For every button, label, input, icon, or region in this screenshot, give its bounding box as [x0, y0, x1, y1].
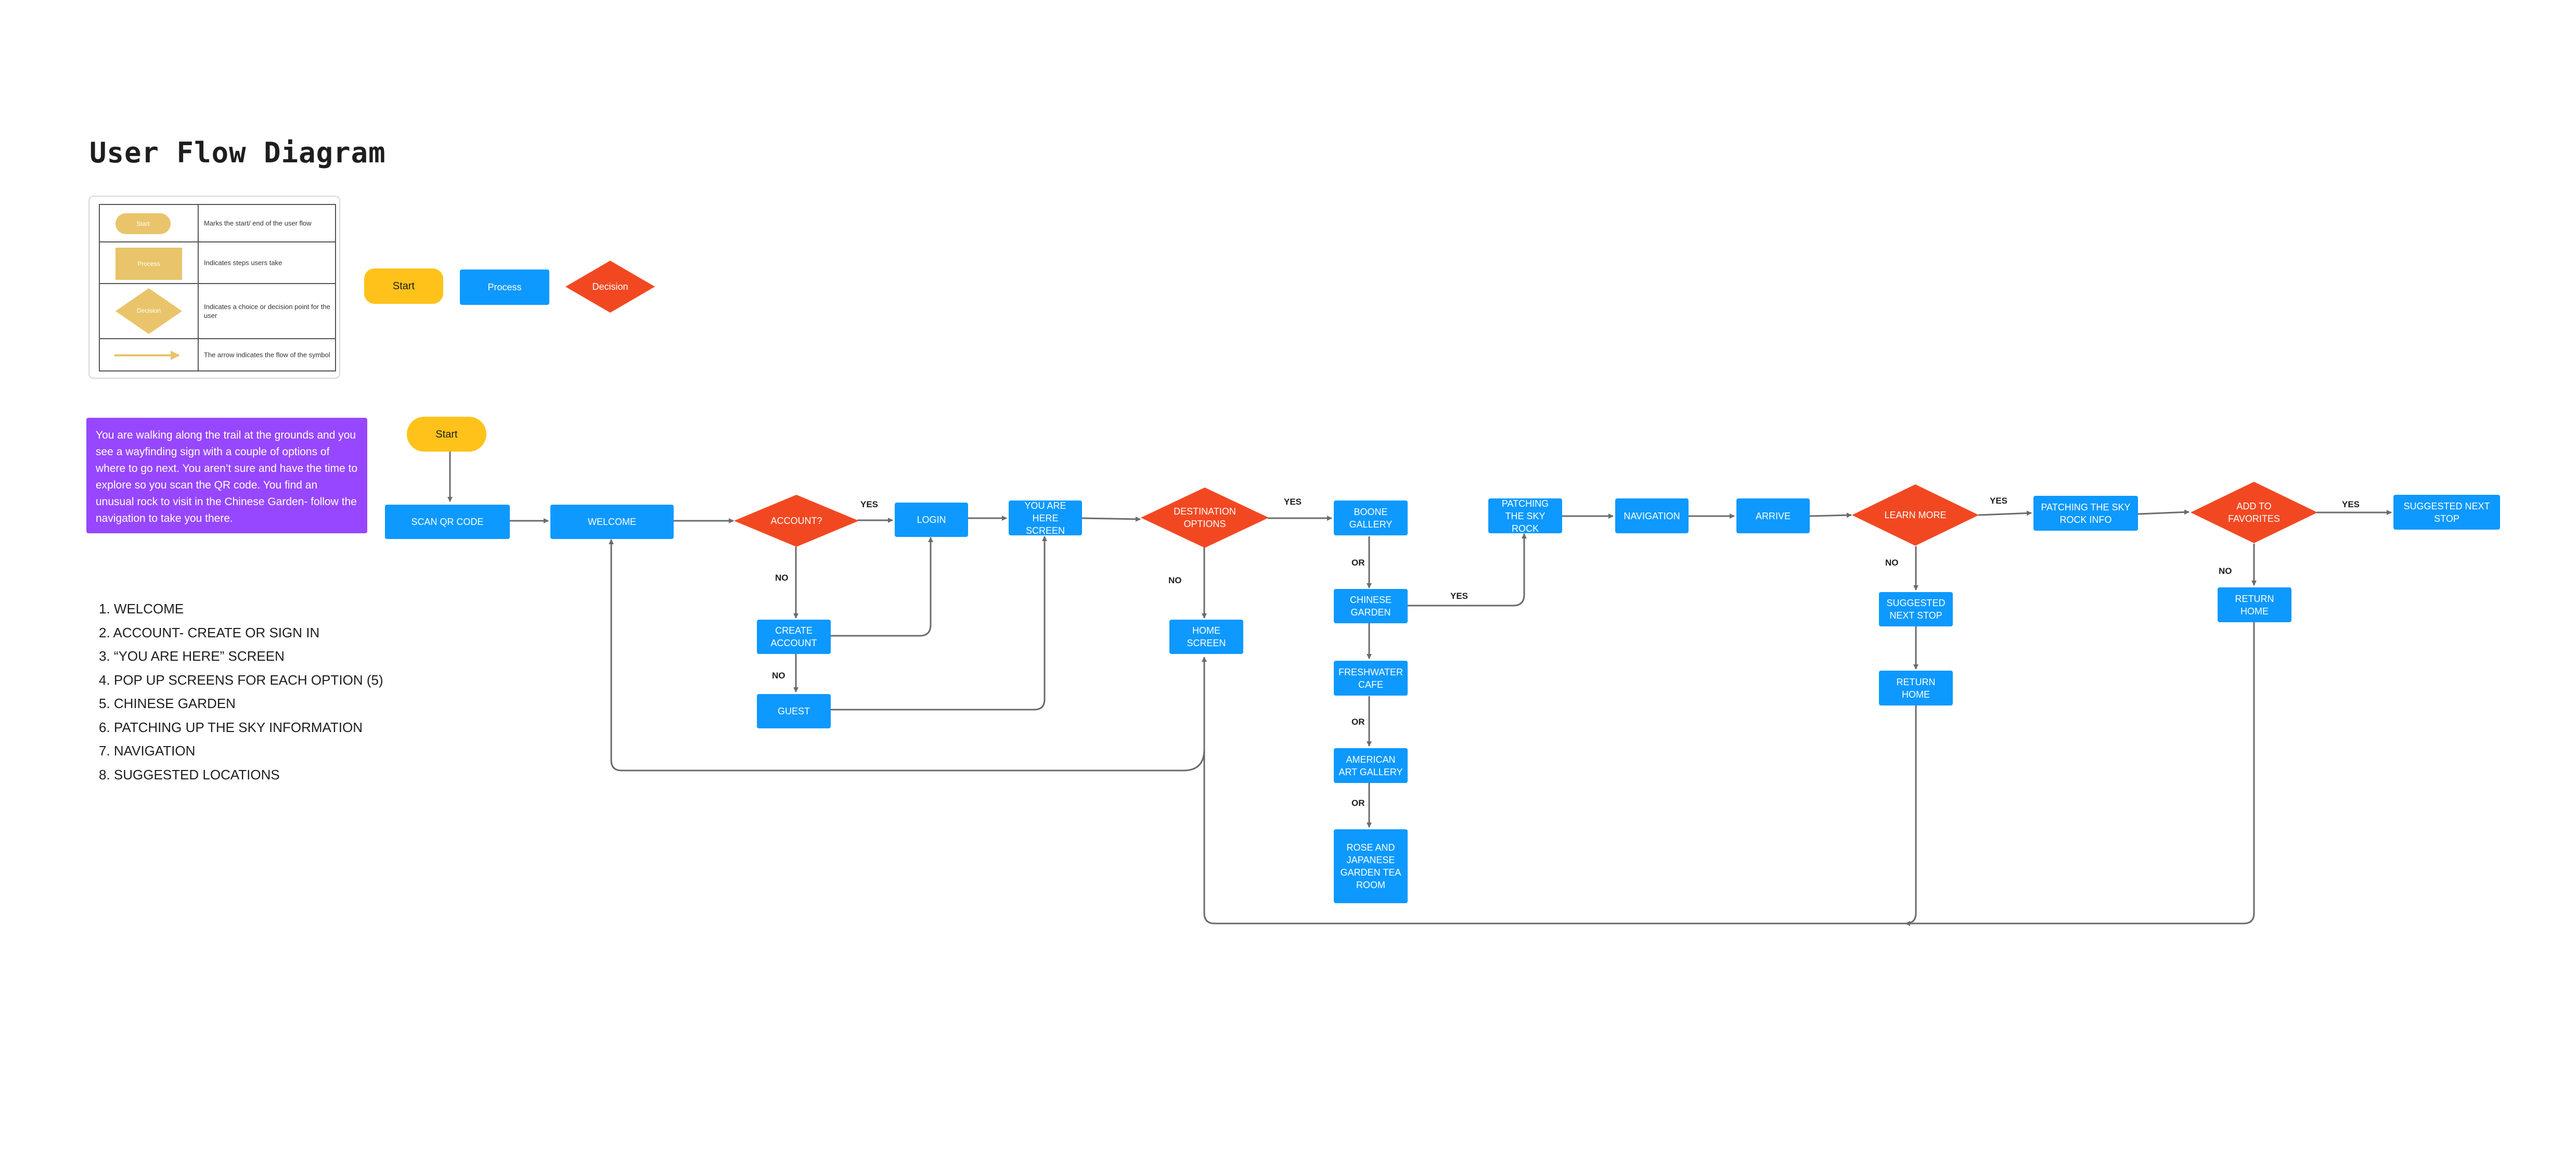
edge-label-yes: YES	[2342, 499, 2360, 509]
decision-learn-more: LEARN MORE	[1884, 510, 1947, 520]
edge-label-yes: YES	[1990, 496, 2008, 506]
node-suggested-next-stop: SUGGESTED NEXT STOP	[1879, 592, 1953, 626]
legend-row-arrow: The arrow indicates the flow of the symb…	[100, 339, 335, 370]
edge-home-welcome	[609, 539, 1205, 772]
edge-return1-bottom	[1905, 705, 1917, 926]
edge-label-no: NO	[1168, 575, 1182, 585]
node-freshwater-cafe: FRESHWATER CAFE	[1334, 661, 1408, 696]
decision-add-to-favorites: ADD TO FAVORITES	[2228, 501, 2280, 524]
decision-destination-options: DESTINATION OPTIONS	[1174, 506, 1236, 529]
node-welcome: WELCOME	[550, 505, 674, 539]
edge-label-no: NO	[775, 573, 789, 583]
edge-returns-home	[1202, 622, 2255, 925]
edge-label-no: NO	[772, 671, 785, 681]
legend-start-shape: Start	[115, 213, 171, 234]
legend-process-shape: Process	[115, 248, 182, 280]
node-chinese-garden: CHINESE GARDEN	[1334, 589, 1408, 623]
key-decision: Decision	[592, 281, 628, 292]
decision-add-favorites-shape	[2191, 482, 2317, 543]
key-start: Start	[364, 268, 443, 304]
list-item: 2. ACCOUNT- CREATE OR SIGN IN	[99, 624, 320, 640]
list-item: 1. WELCOME	[99, 601, 184, 617]
list-item: 5. CHINESE GARDEN	[99, 696, 236, 711]
node-boone-gallery: BOONE GALLERY	[1334, 500, 1408, 535]
edge-arrive-learn	[1809, 512, 1852, 518]
edge-label-yes: YES	[860, 499, 879, 509]
node-return-home-final: RETURN HOME	[2218, 587, 2291, 622]
legend-row-decision: Decision Indicates a choice or decision …	[100, 284, 335, 339]
node-patching-the-sky-rock: PATCHING THE SKY ROCK	[1488, 498, 1562, 534]
flow-start: Start	[407, 417, 486, 452]
node-scan-qr-code: SCAN QR CODE	[385, 505, 510, 539]
edge-label-no: NO	[2219, 566, 2232, 576]
node-navigation: NAVIGATION	[1615, 498, 1689, 533]
legend-table: Start Marks the start/ end of the user f…	[99, 204, 336, 371]
list-item: 8. SUGGESTED LOCATIONS	[99, 766, 280, 782]
list-item: 4. POP UP SCREENS FOR EACH OPTION (5)	[99, 672, 383, 688]
legend-text-decision: Indicates a choice or decision point for…	[204, 303, 330, 319]
node-return-home: RETURN HOME	[1879, 671, 1953, 705]
legend-text-process: Indicates steps users take	[204, 259, 282, 267]
legend-text-arrow: The arrow indicates the flow of the symb…	[204, 351, 330, 359]
edge-label-or: OR	[1351, 798, 1365, 808]
edge-label-or: OR	[1351, 717, 1365, 727]
node-patching-sky-rock-info: PATCHING THE SKY ROCK INFO	[2033, 496, 2138, 531]
arrow-right-icon	[114, 351, 180, 360]
decision-learn-more-shape	[1852, 484, 1979, 546]
edge-info-favorites	[2137, 509, 2189, 515]
edge-chinese-patching	[1407, 533, 1527, 607]
list-item: 3. “YOU ARE HERE” SCREEN	[99, 648, 285, 664]
node-create-account: CREATE ACCOUNT	[757, 620, 831, 654]
node-login: LOGIN	[895, 503, 968, 537]
edge-label-or: OR	[1351, 558, 1365, 568]
edge-label-no: NO	[1885, 558, 1899, 568]
legend-card: Start Marks the start/ end of the user f…	[88, 196, 340, 379]
node-guest: GUEST	[757, 694, 831, 728]
edge-create-login	[831, 537, 933, 637]
edge-guest-here	[831, 536, 1047, 711]
scenario-note: You are walking along the trail at the g…	[86, 418, 367, 533]
node-you-are-here-screen: YOU ARE HERE SCREEN	[1009, 500, 1082, 536]
decision-destination-shape	[1141, 487, 1269, 548]
node-home-screen: HOME SCREEN	[1169, 620, 1243, 654]
key-process: Process	[460, 270, 549, 305]
node-rose-japanese-garden: ROSE AND JAPANESE GARDEN TEA ROOM	[1334, 829, 1408, 903]
legend-row-process: Process Indicates steps users take	[100, 242, 335, 284]
node-american-art-gallery: AMERICAN ART GALLERY	[1334, 748, 1408, 783]
list-item: 7. NAVIGATION	[99, 743, 196, 759]
decision-account-shape	[734, 495, 859, 547]
decision-account: ACCOUNT?	[770, 516, 822, 526]
legend-text-start: Marks the start/ end of the user flow	[204, 219, 312, 227]
edge-learn-info	[1978, 510, 2032, 516]
legend-row-start: Start Marks the start/ end of the user f…	[100, 205, 335, 242]
steps-list: 1. WELCOME 2. ACCOUNT- CREATE OR SIGN IN…	[99, 597, 383, 787]
edge-label-yes: YES	[1284, 497, 1302, 507]
legend-decision-shape: Decision	[114, 287, 183, 338]
node-suggested-next-stop-final: SUGGESTED NEXT STOP	[2393, 495, 2500, 530]
key-decision-shape	[565, 261, 655, 313]
list-item: 6. PATCHING UP THE SKY INFORMATION	[99, 719, 363, 735]
diagram-title: User Flow Diagram	[89, 136, 386, 169]
edge-label-yes: YES	[1450, 591, 1469, 601]
node-arrive: ARRIVE	[1736, 498, 1810, 533]
edge-here-destination	[1081, 516, 1141, 522]
